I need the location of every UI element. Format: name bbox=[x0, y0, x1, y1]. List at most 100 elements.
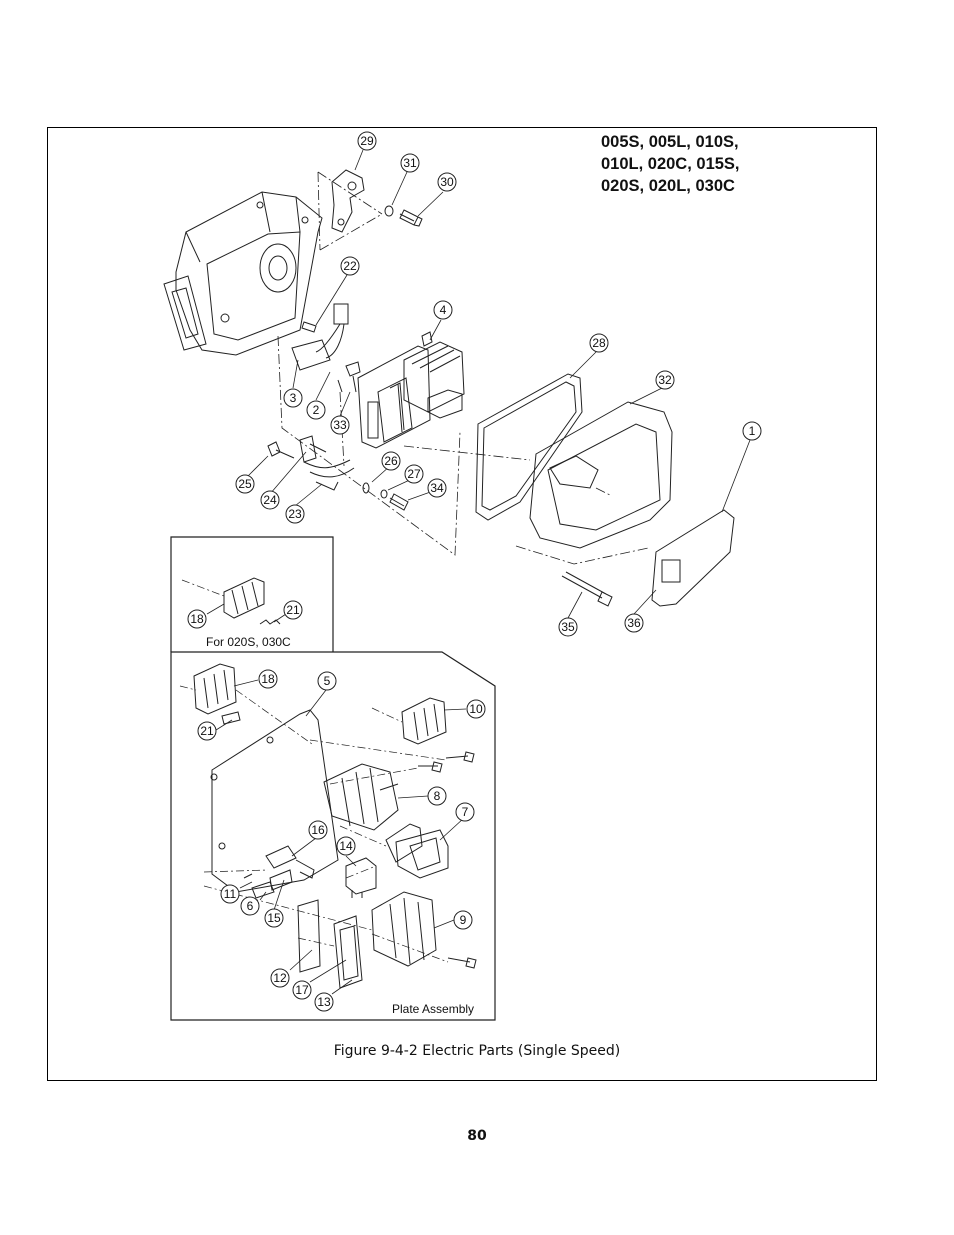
callout-number: 5 bbox=[324, 674, 331, 688]
callout-number: 32 bbox=[658, 373, 672, 387]
callout-circle bbox=[433, 300, 453, 320]
callout-circle bbox=[558, 617, 578, 637]
callout-number: 3 bbox=[290, 391, 297, 405]
callout-number: 4 bbox=[440, 303, 447, 317]
callout-circle bbox=[283, 388, 303, 408]
figure-caption: Figure 9-4-2 Electric Parts (Single Spee… bbox=[333, 1043, 621, 1059]
part-10-terminal-block bbox=[401, 697, 447, 745]
part-15-bushing bbox=[269, 869, 293, 891]
callout-circle bbox=[357, 131, 377, 151]
callout-circle bbox=[589, 333, 609, 353]
callout-number: 9 bbox=[460, 913, 467, 927]
callout-circle bbox=[336, 836, 356, 856]
callout-circle bbox=[292, 980, 312, 1000]
part-13-terminal-cover bbox=[333, 915, 363, 989]
callout-circle bbox=[404, 464, 424, 484]
part-34-screw bbox=[267, 441, 295, 459]
callout-number: 34 bbox=[430, 481, 444, 495]
callout-number: 8 bbox=[434, 789, 441, 803]
callout-number: 27 bbox=[407, 467, 421, 481]
callout-circle bbox=[742, 421, 762, 441]
callout-number: 15 bbox=[267, 911, 281, 925]
part-36-nameplate bbox=[651, 509, 735, 607]
part-5-mounting-plate bbox=[210, 709, 339, 893]
inset-bottom-label: Plate Assembly bbox=[392, 1002, 474, 1016]
callout-number: 26 bbox=[384, 454, 398, 468]
callout-number: 12 bbox=[273, 971, 287, 985]
callout-number: 24 bbox=[263, 493, 277, 507]
callout-circle bbox=[314, 992, 334, 1012]
callout-circle bbox=[240, 896, 260, 916]
callout-circle bbox=[270, 968, 290, 988]
part-29-clamp bbox=[331, 169, 365, 233]
model-line-3: 020S, 020L, 030C bbox=[601, 177, 735, 195]
callout-number: 21 bbox=[286, 603, 300, 617]
callout-circle bbox=[258, 669, 278, 689]
callout-number: 30 bbox=[440, 175, 454, 189]
page-number: 80 bbox=[467, 1128, 487, 1144]
callout-number: 23 bbox=[288, 507, 302, 521]
callout-number: 31 bbox=[403, 156, 417, 170]
callout-number: 17 bbox=[295, 983, 309, 997]
callout-number: 2 bbox=[313, 403, 320, 417]
part-22-wire-connector bbox=[291, 303, 349, 371]
callout-number: 25 bbox=[238, 477, 252, 491]
plate-leader-lines bbox=[215, 679, 467, 995]
callout-circle bbox=[381, 451, 401, 471]
callout-number: 1 bbox=[749, 424, 756, 438]
callout-number: 33 bbox=[333, 418, 347, 432]
part-28-gasket bbox=[475, 373, 583, 521]
part-21-screw bbox=[221, 711, 241, 725]
callout-circle bbox=[453, 910, 473, 930]
part-14-relay bbox=[345, 857, 377, 898]
part-35-long-bolt bbox=[561, 571, 613, 607]
callout-number: 21 bbox=[200, 724, 214, 738]
part-32-cover bbox=[529, 401, 673, 549]
part-24-bracket bbox=[299, 435, 327, 463]
callout-circle bbox=[400, 153, 420, 173]
part-3-screw bbox=[337, 379, 343, 393]
part-27-washer bbox=[380, 489, 388, 499]
callout-circle bbox=[437, 172, 457, 192]
callout-number: 18 bbox=[261, 672, 275, 686]
part-6-bolt bbox=[251, 881, 275, 899]
callout-circle bbox=[340, 256, 360, 276]
model-line-1: 005S, 005L, 010S, bbox=[601, 133, 739, 151]
part-4-contactor-assembly bbox=[357, 331, 465, 449]
callout-circle bbox=[187, 609, 207, 629]
model-line-2: 010L, 020C, 015S, bbox=[601, 155, 740, 173]
part-9-contactor bbox=[371, 891, 437, 967]
part-8-contactor bbox=[323, 763, 399, 831]
assembly-lines bbox=[277, 171, 649, 565]
part-12-label bbox=[297, 899, 321, 973]
callout-circle bbox=[260, 490, 280, 510]
callout-circle bbox=[235, 474, 255, 494]
part-16-clip bbox=[265, 845, 315, 879]
callout-number: 13 bbox=[317, 995, 331, 1009]
callout-number: 11 bbox=[224, 887, 237, 901]
part-31-washer bbox=[384, 205, 394, 217]
plate-screw-mid bbox=[418, 761, 443, 773]
callout-circle bbox=[330, 415, 350, 435]
callout-circle bbox=[283, 600, 303, 620]
callout-number: 7 bbox=[462, 805, 469, 819]
callout-circle bbox=[427, 786, 447, 806]
part-25-screw bbox=[389, 493, 409, 511]
callout-circle bbox=[197, 721, 217, 741]
callout-circle bbox=[220, 884, 240, 904]
inset-bottom-border bbox=[170, 651, 496, 1021]
callout-number: 6 bbox=[247, 899, 254, 913]
callout-number: 18 bbox=[190, 612, 204, 626]
callout-circle bbox=[306, 400, 326, 420]
callout-number: 36 bbox=[627, 616, 641, 630]
plate-screw-upper bbox=[445, 751, 475, 763]
part-26-washer bbox=[362, 482, 370, 494]
callout-number: 35 bbox=[561, 620, 575, 634]
callout-circle bbox=[308, 820, 328, 840]
inset-top-label: For 020S, 030C bbox=[206, 635, 291, 649]
callout-number: 16 bbox=[311, 823, 325, 837]
housing-body bbox=[163, 191, 323, 356]
part-18-terminal-block bbox=[193, 663, 237, 715]
